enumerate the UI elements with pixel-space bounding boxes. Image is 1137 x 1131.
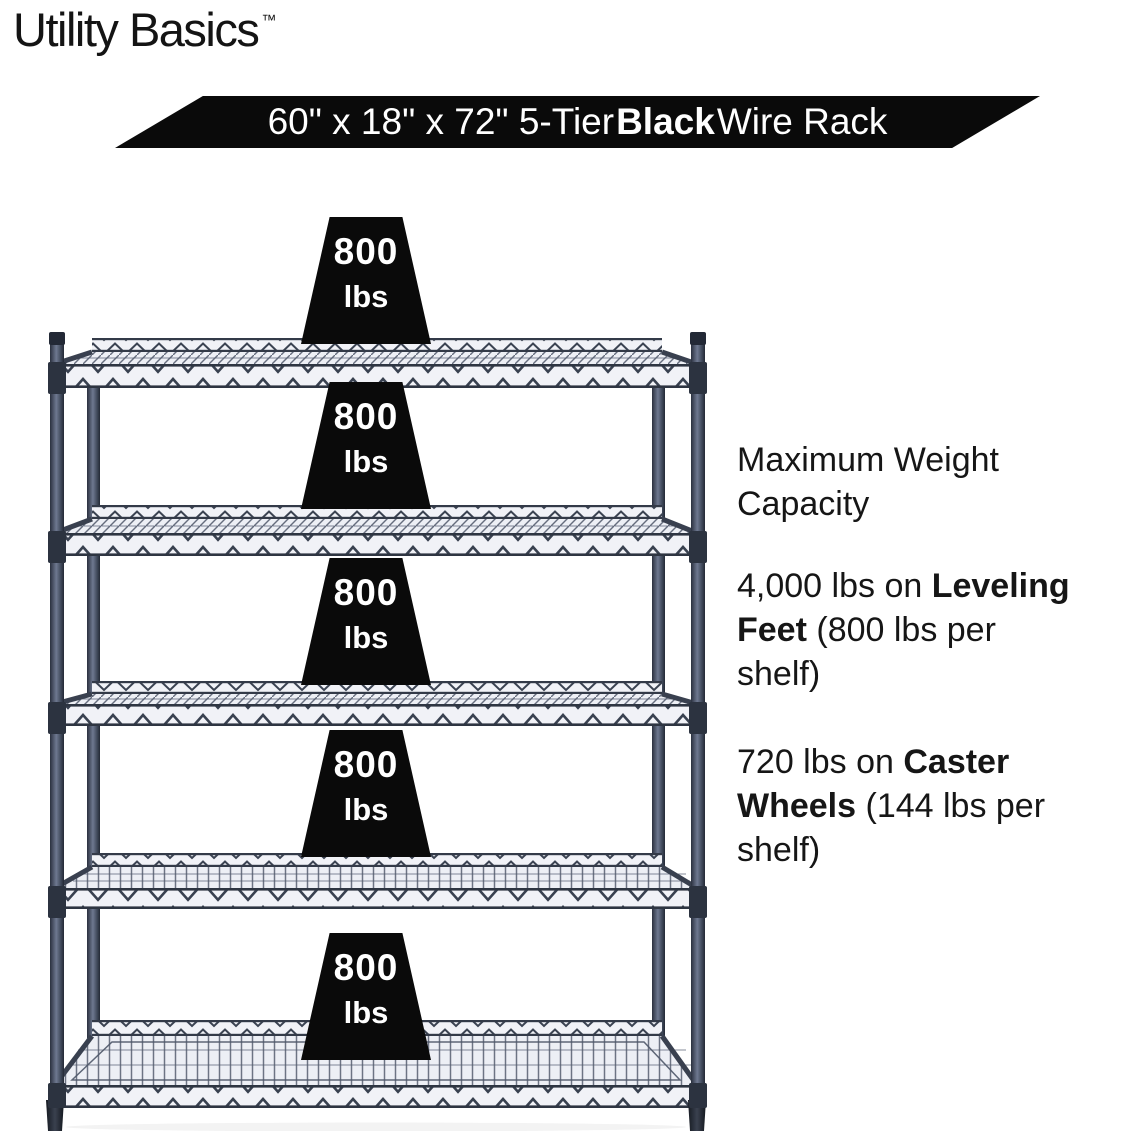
rack-post-front-right [689,332,707,1108]
weight-value: 800 [333,744,399,785]
weight-badge-1: 800 lbs [301,217,431,344]
trademark-symbol: ™ [261,12,277,30]
weight-value: 800 [333,396,399,437]
weight-unit: lbs [343,792,389,827]
brand-name: Utility Basics [13,3,260,56]
banner-text-bold: Black [616,101,715,142]
floor-shadow [66,1122,686,1131]
caster-text-2: (144 lbs per [856,787,1046,825]
weight-unit: lbs [343,444,389,479]
caster-text-3: shelf) [737,831,821,869]
caster-bold: Caster [903,743,1010,781]
weight-value: 800 [333,231,399,272]
wire-rack-illustration [46,332,707,1131]
rack-shelf-5 [53,1020,700,1108]
info-heading-line2: Capacity [737,485,870,523]
rack-shelf-3 [54,681,698,726]
weight-value: 800 [333,947,399,988]
leveling-text-3: shelf) [737,655,821,693]
rack-shelf-1 [54,338,698,388]
weight-unit: lbs [343,279,389,314]
caster-bold-2: Wheels [737,787,857,825]
product-title-banner: 60" x 18" x 72" 5-Tier Black Wire Rack [115,96,1040,148]
leveling-bold: Leveling [931,567,1070,605]
caster-text: 720 lbs on [737,743,904,781]
leveling-text-2: (800 lbs per [806,611,996,649]
banner-text-pre: 60" x 18" x 72" 5-Tier [267,101,615,142]
weight-unit: lbs [343,620,389,655]
info-heading-line1: Maximum Weight [737,441,999,479]
weight-unit: lbs [343,995,389,1030]
banner-text-post: Wire Rack [716,101,888,142]
weight-value: 800 [333,572,399,613]
rack-shelf-2 [54,505,698,556]
rack-shelf-4 [53,853,699,909]
leveling-text: 4,000 lbs on [737,567,932,605]
rack-post-front-left [48,332,66,1108]
leveling-bold-2: Feet [737,611,807,649]
